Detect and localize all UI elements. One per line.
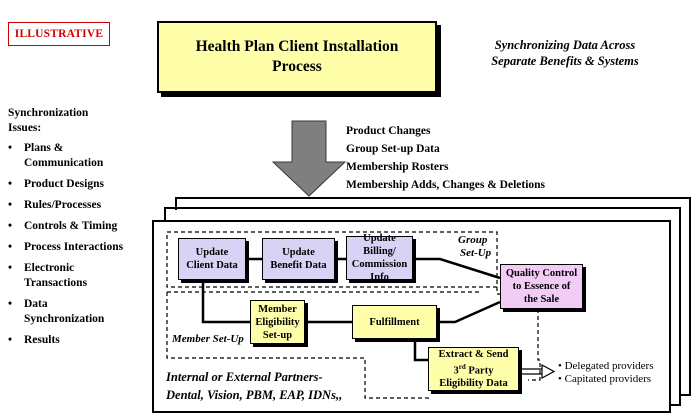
provider-item: • Capitated providers	[558, 373, 652, 385]
sync-issue: Process Interactions	[8, 240, 148, 255]
group-setup-label-line: Set-Up	[460, 247, 492, 259]
title-box: Health Plan Client Installation Process	[157, 21, 437, 93]
sync-issue: Results	[8, 333, 148, 348]
provider-text: Capitated providers	[564, 373, 652, 385]
box-text: Quality Control	[505, 268, 578, 279]
providers-list: • Delegated providers • Capitated provid…	[558, 360, 654, 386]
sync-issue: Plans & Communication	[8, 141, 148, 171]
sync-issue-text: Plans &	[24, 142, 64, 154]
update-benefit-data-box: Update Benefit Data	[262, 238, 335, 280]
group-setup-label-line: Group	[458, 234, 488, 246]
box-text: Update	[195, 247, 229, 258]
group-setup-label: Group Set-Up	[458, 234, 491, 260]
update-billing-box: Update Billing/ Commission Info	[346, 233, 413, 283]
sync-heading: Synchronization Issues:	[8, 106, 88, 136]
box-text: 3rd Party	[439, 361, 509, 378]
change-item: Membership Rosters	[346, 161, 449, 173]
box-text-superscript: rd	[458, 362, 466, 371]
partners-line: Dental, Vision, PBM, EAP, IDNs,,	[166, 388, 343, 402]
sync-issue-text: Data	[24, 298, 48, 310]
box-text: Benefit Data	[270, 260, 327, 271]
connector-line	[201, 280, 250, 324]
box-text: Update Billing/	[363, 233, 396, 257]
sync-heading-line-1: Synchronization	[8, 107, 89, 119]
sync-issue-text: Synchronization	[24, 313, 105, 325]
stacked-page-back	[175, 197, 691, 396]
subtitle-line-1: Synchronizing Data Across	[494, 38, 636, 52]
subtitle: Synchronizing Data Across Separate Benef…	[460, 37, 670, 69]
box-text: to Essence of	[512, 281, 571, 292]
illustrative-tag: ILLUSTRATIVE	[8, 22, 110, 46]
sync-issue-text: Results	[24, 334, 60, 346]
output-arrow-icon	[541, 363, 556, 380]
extract-send-box: Extract & Send 3rd Party Eligibility Dat…	[428, 347, 519, 391]
member-setup-region-left	[166, 292, 430, 399]
sync-issue-text: Process Interactions	[24, 241, 124, 253]
partners-text: Internal or External Partners- Dental, V…	[166, 368, 342, 404]
box-text: Eligibility	[255, 316, 300, 328]
connector-line	[437, 300, 501, 324]
partners-line: Internal or External Partners-	[166, 370, 323, 384]
change-item: Membership Adds, Changes & Deletions	[346, 179, 546, 191]
update-client-data-box: Update Client Data	[178, 238, 246, 280]
fulfillment-box: Fulfillment	[352, 305, 437, 339]
box-text: Commission	[351, 259, 408, 270]
change-item: Product Changes	[346, 125, 431, 137]
sync-issue-text: Communication	[24, 157, 104, 169]
sync-issue-text: Electronic	[24, 262, 75, 274]
sync-issues-list: Plans & Communication Product Designs Rul…	[8, 141, 148, 354]
change-item: Group Set-up Data	[346, 143, 440, 155]
box-text: Extract & Send	[438, 348, 509, 360]
box-text-part: Party	[465, 365, 494, 377]
box-text: Set-up	[262, 329, 293, 341]
box-text: Update	[282, 247, 315, 258]
box-text: the Sale	[523, 294, 560, 305]
connector-line	[413, 257, 501, 280]
box-text: Eligibility Data	[439, 378, 508, 390]
stacked-page-middle	[164, 207, 681, 406]
sync-heading-line-2: Issues:	[8, 122, 42, 134]
provider-item: • Delegated providers	[558, 360, 654, 372]
title-line-2: Process	[272, 58, 322, 75]
box-text: Info	[370, 272, 389, 283]
sync-issue: Rules/Processes	[8, 198, 148, 213]
sync-issue: Product Designs	[8, 177, 148, 192]
member-setup-region	[496, 287, 541, 381]
sync-issue-text: Rules/Processes	[24, 199, 102, 211]
title-line-1: Health Plan Client Installation	[195, 38, 399, 55]
member-eligibility-box: Member Eligibility Set-up	[250, 300, 305, 344]
box-text-part: 3	[453, 365, 459, 377]
sync-issue-text: Product Designs	[24, 178, 104, 190]
box-text: Member	[258, 303, 297, 315]
sync-issue-text: Controls & Timing	[24, 220, 118, 232]
sync-issue-text: Transactions	[24, 277, 88, 289]
connector-line	[413, 340, 428, 362]
group-setup-region	[166, 231, 498, 288]
subtitle-line-2: Separate Benefits & Systems	[491, 54, 639, 68]
box-text: Fulfillment	[369, 316, 420, 328]
changes-list: Product Changes Group Set-up Data Member…	[346, 122, 545, 194]
down-arrow-icon	[271, 120, 347, 197]
box-text: Client Data	[186, 260, 238, 271]
member-setup-label: Member Set-Up	[172, 333, 244, 345]
quality-control-box: Quality Control to Essence of the Sale	[500, 264, 583, 309]
sync-issue: Controls & Timing	[8, 219, 148, 234]
provider-text: Delegated providers	[564, 360, 654, 372]
